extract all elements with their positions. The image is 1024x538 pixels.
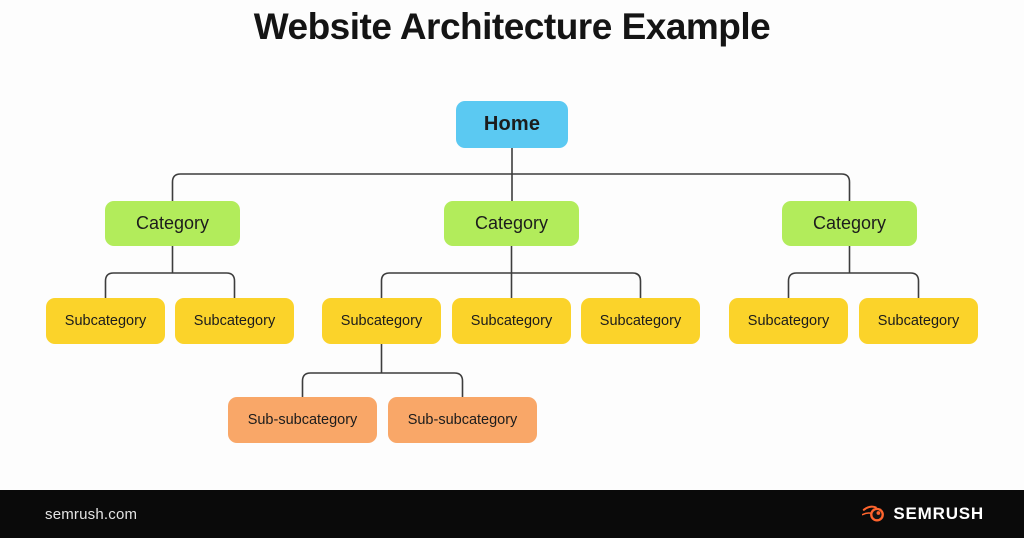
brand-logo: SEMRUSH [862, 502, 984, 526]
subcategory-node: Subcategory [729, 298, 848, 344]
category-node: Category [782, 201, 917, 246]
subcategory-node: Subcategory [322, 298, 441, 344]
page-title: Website Architecture Example [253, 6, 771, 47]
footer-bar: semrush.com SEMRUSH [0, 490, 1024, 538]
home-node: Home [456, 101, 568, 148]
sub-subcategory-node: Sub-subcategory [228, 397, 377, 443]
subcategory-node: Subcategory [452, 298, 571, 344]
category-node: Category [105, 201, 240, 246]
subcategory-node: Subcategory [175, 298, 294, 344]
brand-wordmark: SEMRUSH [893, 504, 984, 523]
subcategory-node: Subcategory [859, 298, 978, 344]
subcategory-node: Subcategory [581, 298, 700, 344]
sub-subcategory-node: Sub-subcategory [388, 397, 537, 443]
category-node: Category [444, 201, 579, 246]
footer-website-text: semrush.com [45, 505, 138, 523]
semrush-flame-icon [862, 505, 885, 522]
subcategory-node: Subcategory [46, 298, 165, 344]
